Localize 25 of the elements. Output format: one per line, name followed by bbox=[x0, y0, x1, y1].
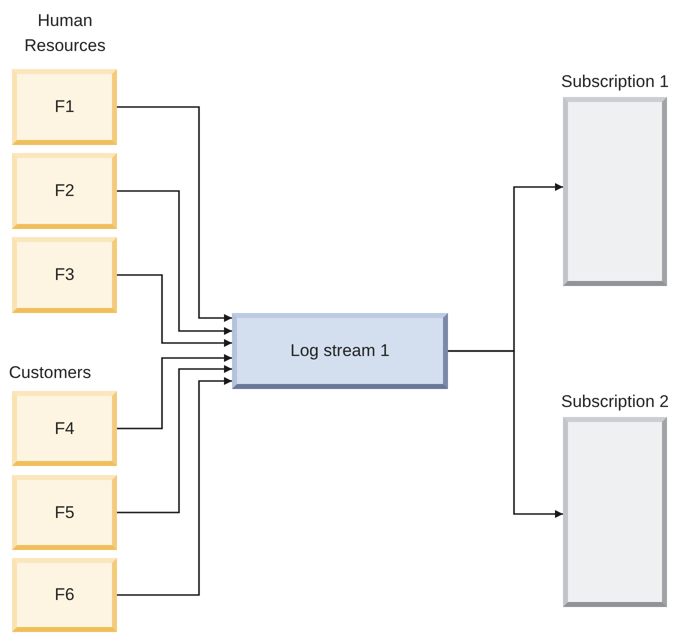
box-label: F5 bbox=[54, 502, 74, 522]
arrow bbox=[448, 350, 563, 518]
log-stream-box bbox=[232, 313, 448, 389]
group-label: Human Resources bbox=[23, 10, 107, 57]
arrow bbox=[117, 377, 232, 596]
arrow bbox=[117, 190, 232, 335]
arrow bbox=[117, 106, 232, 322]
box-label: F6 bbox=[54, 585, 74, 605]
arrow bbox=[117, 365, 232, 514]
arrow bbox=[117, 354, 232, 430]
arrow bbox=[117, 274, 232, 347]
box-label: F1 bbox=[54, 97, 74, 117]
box-label: Log stream 1 bbox=[290, 341, 390, 361]
source-box bbox=[12, 69, 117, 145]
source-box bbox=[12, 237, 117, 313]
source-box bbox=[12, 153, 117, 229]
box-heading: Subscription 1 bbox=[560, 72, 670, 92]
source-box bbox=[12, 558, 117, 632]
source-box bbox=[12, 475, 117, 550]
source-box bbox=[12, 391, 117, 466]
box-label: F3 bbox=[54, 265, 74, 285]
box-label: F4 bbox=[54, 418, 74, 438]
box-label: F2 bbox=[54, 181, 74, 201]
box-heading: Subscription 2 bbox=[560, 392, 670, 412]
group-label: Customers bbox=[8, 362, 92, 384]
